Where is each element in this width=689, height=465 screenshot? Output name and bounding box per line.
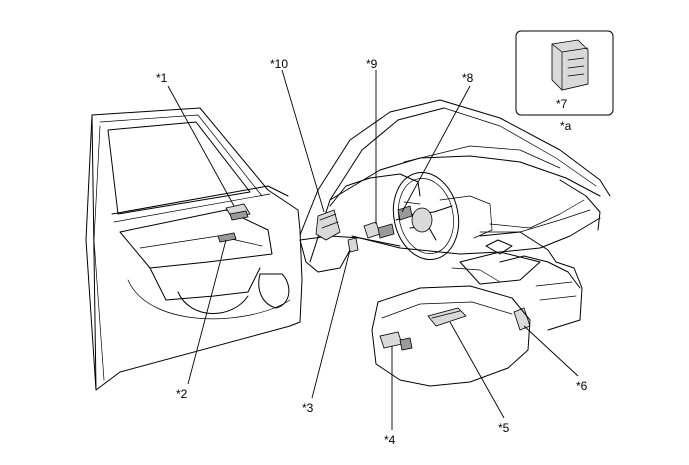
inset-label: *a <box>560 119 572 133</box>
door-inner-handle <box>225 203 251 221</box>
side-ecu-module <box>315 209 341 241</box>
driver-seat <box>371 251 541 387</box>
callout-9: *9 <box>366 57 378 71</box>
under-seat-module <box>427 307 467 327</box>
steering-column-parts <box>347 221 395 253</box>
callout-3: *3 <box>302 401 314 415</box>
front-door <box>85 107 303 391</box>
steering-wheel <box>392 171 460 261</box>
seat-adjust-switch <box>379 331 413 351</box>
callout-1: *1 <box>156 71 168 85</box>
callout-6: *6 <box>576 379 588 393</box>
callout-2: *2 <box>176 387 188 401</box>
door-switch <box>217 232 237 243</box>
callout-10: *10 <box>270 57 288 71</box>
console-switch <box>513 307 531 331</box>
callout-8: *8 <box>462 71 474 85</box>
center-console <box>479 231 583 331</box>
inset-box <box>515 30 614 116</box>
leader-lines <box>167 69 579 430</box>
callout-5: *5 <box>498 421 510 435</box>
ecu-module-icon <box>551 39 589 91</box>
a-pillar-and-dash <box>299 99 611 273</box>
callout-4: *4 <box>384 433 396 447</box>
combination-switch <box>397 205 413 221</box>
callout-7: *7 <box>556 97 568 111</box>
